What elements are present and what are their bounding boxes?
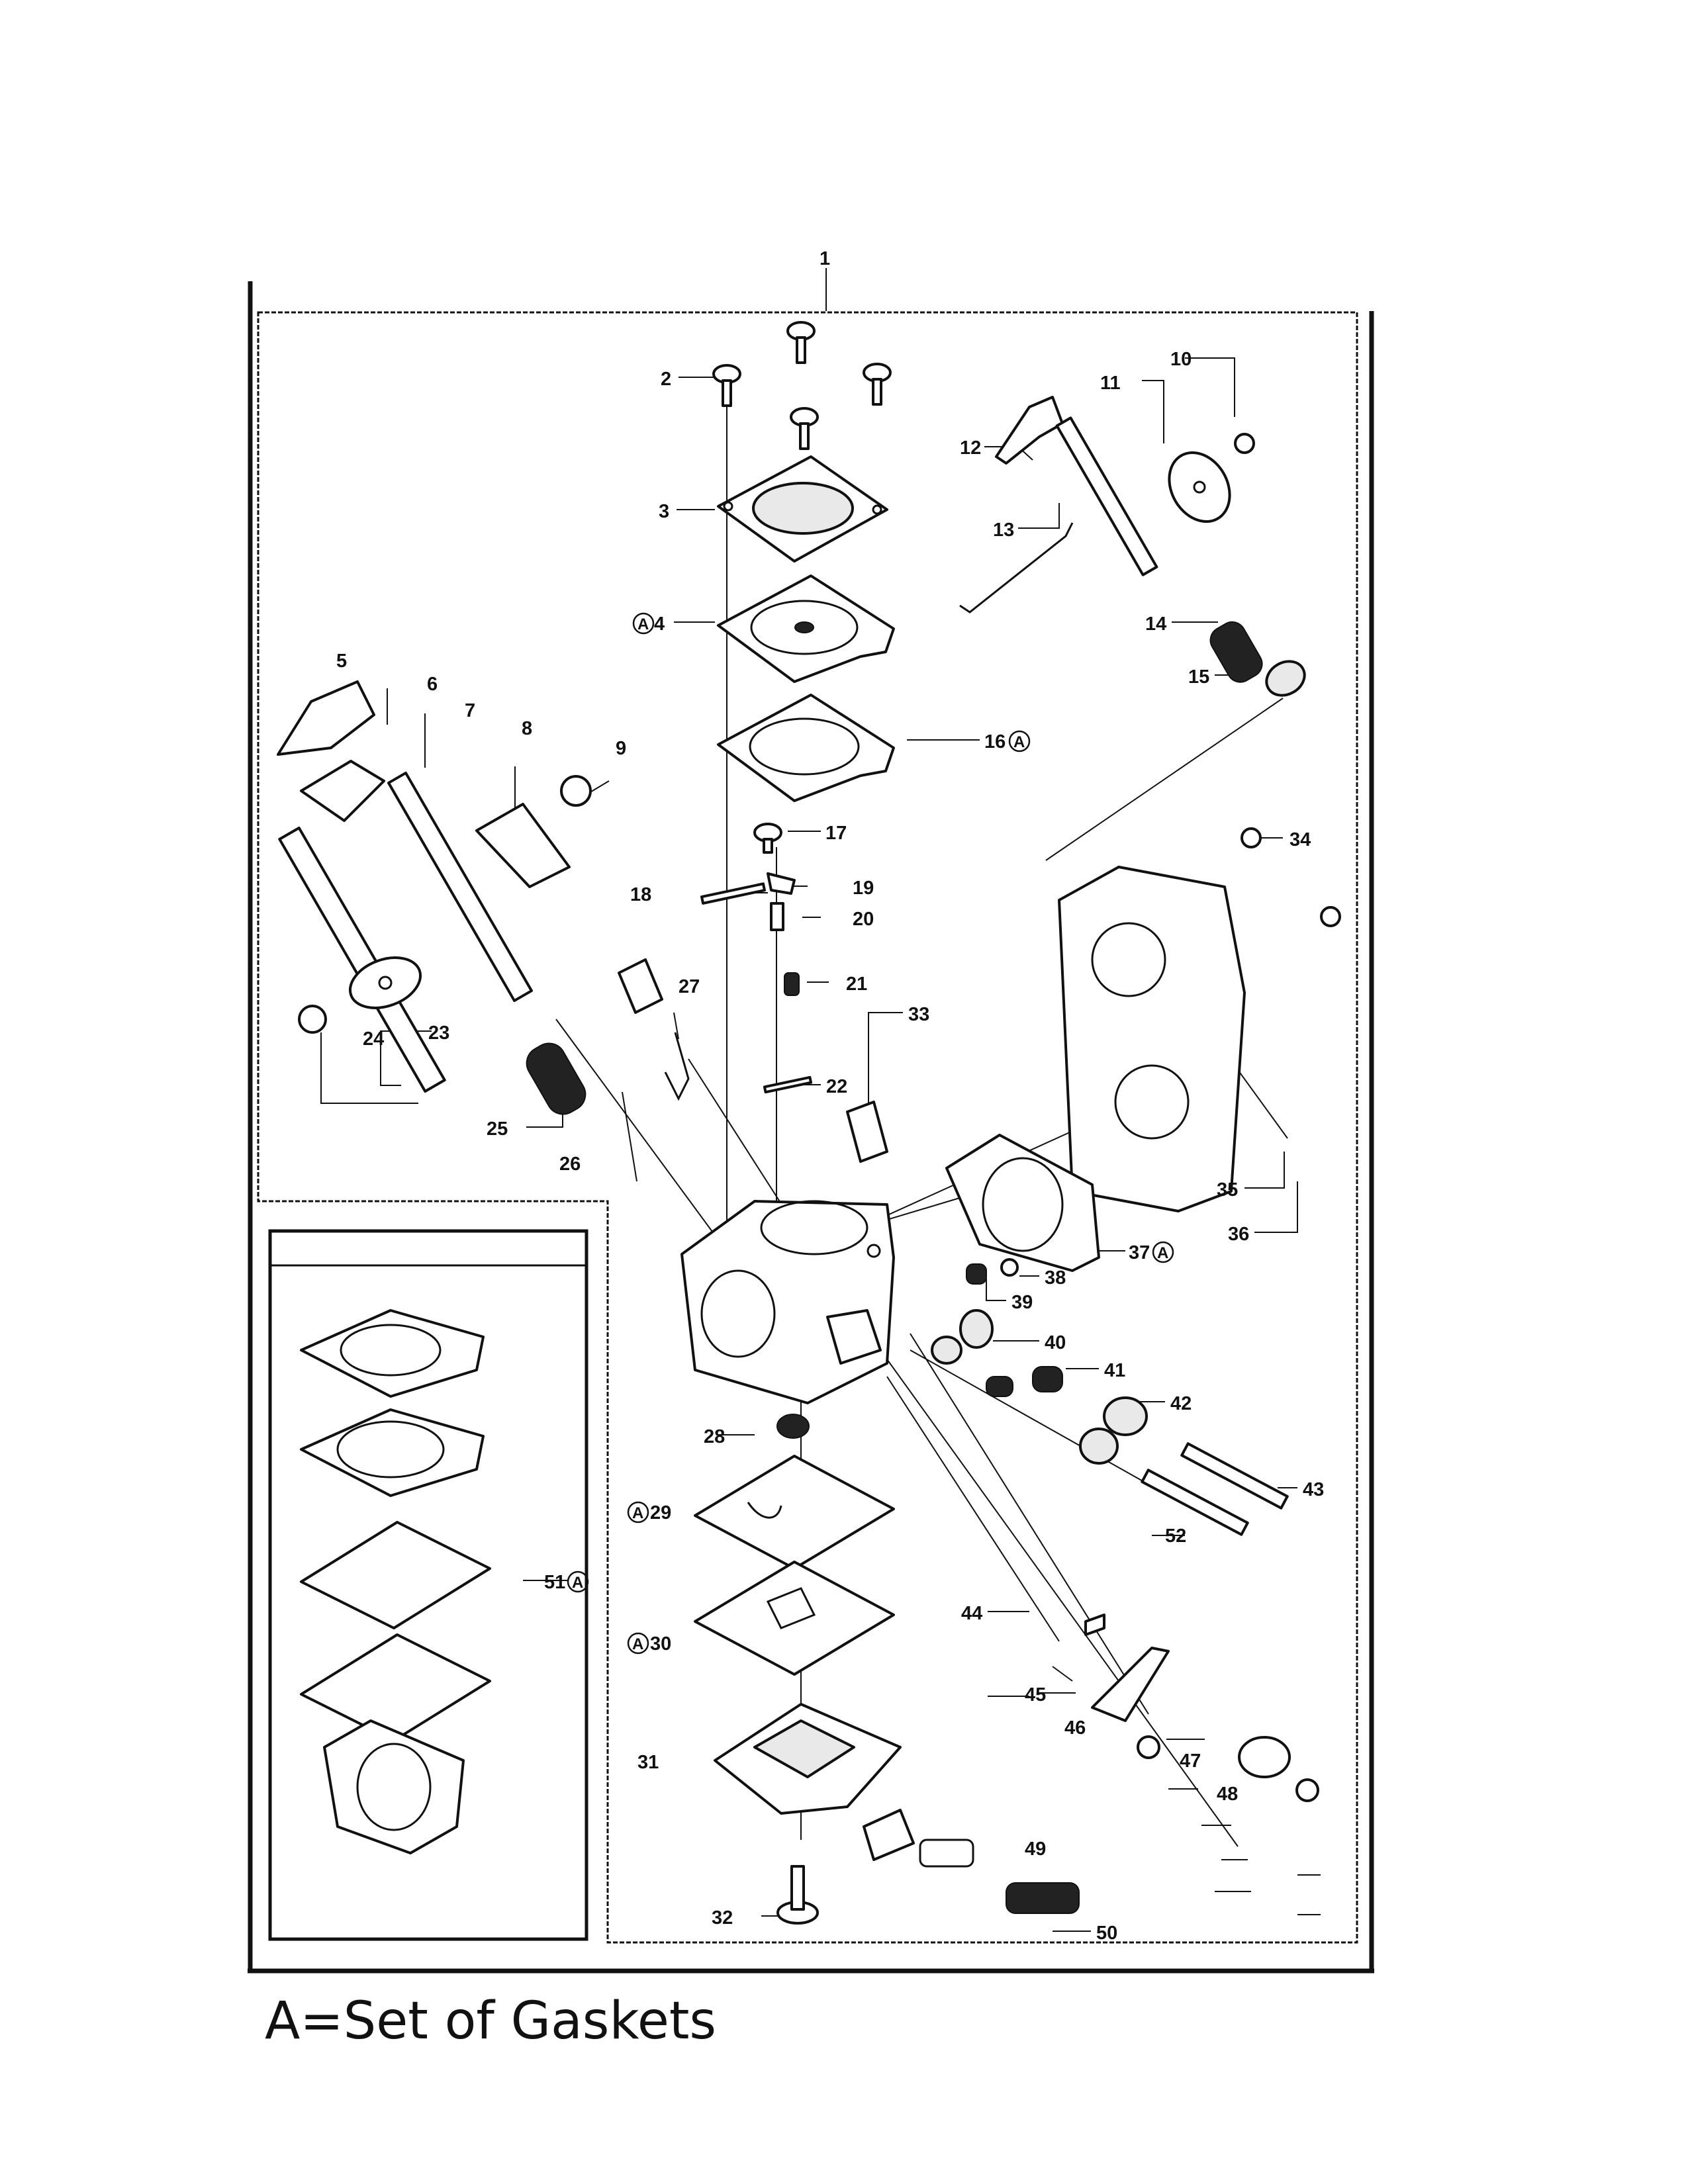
callout-2: 2	[661, 369, 671, 390]
callout-23: 23	[428, 1023, 449, 1044]
callout-51: 51	[544, 1572, 565, 1593]
callout-41: 41	[1104, 1360, 1125, 1381]
callout-49: 49	[1025, 1839, 1046, 1860]
callout-26: 26	[559, 1154, 581, 1175]
callout-45: 45	[1025, 1684, 1046, 1706]
callout-51-flag: A	[572, 1574, 583, 1592]
callout-29: 29	[650, 1502, 671, 1524]
callout-47: 47	[1180, 1751, 1201, 1772]
callout-4-flag: A	[637, 615, 649, 633]
callout-21: 21	[846, 974, 867, 995]
metering-parts	[694, 1414, 902, 1925]
callout-1: 1	[820, 248, 830, 269]
choke-shaft-assembly	[277, 680, 690, 1115]
callout-35: 35	[1217, 1179, 1238, 1201]
callout-37: 37	[1129, 1242, 1150, 1263]
fuel-fitting	[846, 1101, 888, 1163]
callout-36: 36	[1228, 1224, 1249, 1245]
callout-37-flag: A	[1157, 1244, 1168, 1262]
gasket-set-contents	[300, 1309, 491, 1854]
callout-40: 40	[1045, 1332, 1066, 1353]
pump-gasket	[717, 694, 895, 802]
callout-17: 17	[825, 823, 847, 844]
callout-46: 46	[1064, 1717, 1086, 1739]
callout-48: 48	[1217, 1784, 1238, 1805]
throttle-shaft-assembly	[959, 396, 1306, 697]
filter-spring-parts	[863, 1809, 1080, 1914]
callout-20: 20	[853, 909, 874, 930]
adjusting-screws	[931, 1258, 1289, 1536]
callout-13: 13	[993, 520, 1014, 541]
callout-3: 3	[659, 501, 669, 522]
callout-6: 6	[427, 674, 438, 695]
callout-30: 30	[650, 1633, 671, 1655]
callout-28: 28	[704, 1426, 725, 1447]
intake-flange	[1058, 827, 1341, 1212]
callout-labels: 1 2 3 4 A 5 6 7 8 9 10 11 12 13 14 15 16…	[336, 248, 1324, 1944]
callout-44: 44	[961, 1603, 982, 1624]
pump-cover	[717, 455, 888, 563]
callout-11: 11	[1100, 373, 1121, 394]
callout-27: 27	[679, 976, 700, 997]
inlet-needle-parts	[700, 823, 813, 1094]
carburetor-body	[680, 1200, 895, 1404]
callout-32: 32	[712, 1907, 733, 1929]
callout-16: 16	[984, 731, 1006, 752]
callout-22: 22	[826, 1076, 847, 1097]
callout-38: 38	[1045, 1267, 1066, 1289]
callout-8: 8	[522, 718, 532, 739]
callout-50: 50	[1096, 1923, 1117, 1944]
callout-43: 43	[1303, 1479, 1324, 1500]
pump-diaphragm	[717, 574, 895, 683]
callout-16-flag: A	[1013, 733, 1025, 751]
callout-19: 19	[853, 878, 874, 899]
callout-24: 24	[363, 1028, 384, 1050]
callout-34: 34	[1289, 829, 1311, 850]
intake-gasket	[945, 1134, 1100, 1272]
callout-31: 31	[637, 1752, 659, 1773]
callout-7: 7	[465, 700, 475, 721]
diaphragm-cover-screws	[712, 321, 892, 450]
callout-52: 52	[1165, 1525, 1186, 1547]
callout-5: 5	[336, 651, 347, 672]
callout-14: 14	[1145, 614, 1166, 635]
legend-note: A=Set of Gaskets	[265, 1991, 716, 2051]
callout-25: 25	[487, 1118, 508, 1140]
callout-39: 39	[1011, 1292, 1033, 1313]
bracket-parts	[1084, 1614, 1319, 1802]
callout-10: 10	[1170, 349, 1192, 370]
callout-18: 18	[630, 884, 651, 905]
callout-15: 15	[1188, 666, 1209, 688]
callout-42: 42	[1170, 1393, 1192, 1414]
callout-4: 4	[654, 614, 665, 635]
callout-33: 33	[908, 1004, 929, 1025]
callout-29-flag: A	[632, 1504, 643, 1522]
callout-12: 12	[960, 437, 981, 459]
callout-30-flag: A	[632, 1635, 643, 1653]
callout-9: 9	[616, 738, 626, 759]
